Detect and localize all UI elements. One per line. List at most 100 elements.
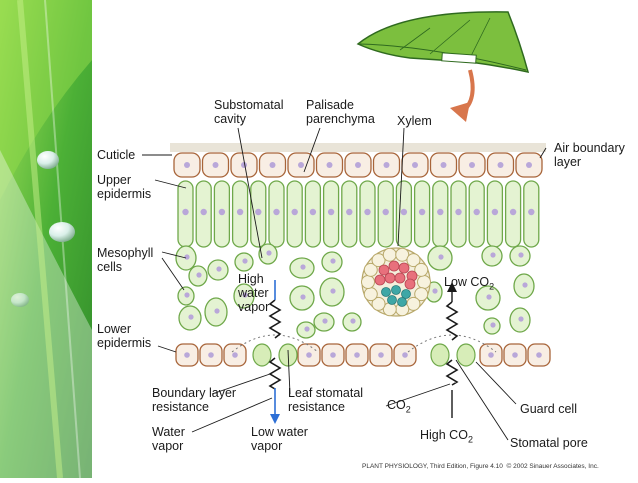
upper-epidermis: [173, 152, 543, 178]
cell-nucleus: [298, 162, 304, 168]
cell-nucleus: [350, 318, 356, 324]
cell-nucleus: [184, 352, 190, 358]
cell-nucleus: [273, 208, 280, 216]
label-xylem: Xylem: [397, 114, 432, 128]
cell-nucleus: [402, 352, 408, 358]
guard-cell-right: [430, 343, 476, 367]
label-low-water-vapor: Low water vapor: [251, 425, 308, 453]
label-substomatal-cavity: Substomatal cavity: [214, 98, 284, 126]
cell-nucleus: [208, 352, 214, 358]
co2-stomatal-resistor-icon: [445, 301, 459, 341]
cuticle-layer: [170, 143, 546, 152]
cell-nucleus: [212, 162, 219, 168]
cell-nucleus: [412, 162, 418, 168]
stomatal-diffusion-arc: [231, 334, 319, 353]
cell-nucleus: [232, 352, 238, 358]
bundle-sheath-cell: [414, 262, 429, 277]
cell-nucleus: [330, 352, 336, 358]
phloem-cell: [401, 289, 411, 299]
leaf-icon: [356, 11, 530, 73]
cell-nucleus: [300, 294, 306, 300]
phloem-cell: [387, 295, 397, 305]
xylem-vessel: [384, 272, 396, 284]
cell-nucleus: [306, 352, 312, 358]
xylem-vessel: [374, 274, 386, 286]
cell-nucleus: [455, 208, 462, 216]
cell-nucleus: [469, 162, 475, 168]
xylem-vessel: [388, 260, 400, 272]
label-air-boundary-layer: Air boundary layer: [554, 141, 625, 169]
cell-nucleus: [354, 352, 360, 358]
xylem-vascular-bundle: [361, 247, 431, 317]
water-drop-icon: [49, 222, 75, 242]
co2-up-arrow-icon: [447, 282, 457, 292]
cell-nucleus: [512, 352, 518, 358]
cell-nucleus: [242, 292, 248, 298]
cell-nucleus: [490, 252, 496, 258]
label-low-co2: Low CO2: [444, 275, 495, 292]
cell-nucleus: [486, 294, 492, 300]
cell-nucleus: [522, 282, 528, 288]
xylem-vessel: [394, 272, 406, 284]
phloem-cell: [381, 287, 391, 297]
water-vapor-down-arrow-icon: [270, 414, 280, 424]
cell-nucleus: [309, 208, 317, 216]
cell-nucleus: [473, 208, 480, 216]
bundle-sheath-cell: [406, 296, 421, 311]
cell-nucleus: [536, 352, 542, 358]
cell-nucleus: [242, 258, 248, 264]
water-drop-icon: [11, 293, 29, 307]
spongy-mesophyll: [175, 243, 535, 339]
cell-nucleus: [200, 208, 207, 216]
cell-nucleus: [327, 208, 335, 216]
label-co2: CO2: [387, 398, 411, 415]
cell-nucleus: [509, 208, 517, 216]
cell-nucleus: [364, 208, 371, 216]
cell-nucleus: [326, 162, 333, 168]
cell-nucleus: [528, 208, 535, 216]
xylem-vessel: [378, 264, 390, 276]
cell-nucleus: [355, 162, 361, 168]
phloem-cell: [397, 297, 407, 307]
label-lower-epidermis: Lower epidermis: [97, 322, 152, 350]
xylem-vessel: [398, 262, 410, 274]
figure-credit: PLANT PHYSIOLOGY, Third Edition, Figure …: [362, 463, 599, 470]
cell-nucleus: [255, 208, 262, 216]
cell-nucleus: [382, 208, 389, 216]
cell-nucleus: [400, 208, 408, 216]
bundle-sheath-cell: [406, 253, 421, 268]
cell-nucleus: [322, 318, 328, 324]
cell-nucleus: [196, 272, 202, 278]
lower-epidermis: [175, 343, 551, 367]
bundle-sheath-cell: [361, 275, 375, 289]
cell-nucleus: [438, 254, 444, 260]
bundle-sheath-cell: [414, 287, 429, 302]
palisade-parenchyma: [177, 180, 540, 248]
bundle-sheath-cell: [371, 253, 386, 268]
leaf-stomatal-resistor-icon: [268, 299, 282, 339]
bundle-sheath-cell: [363, 262, 378, 277]
decorative-leaf-banner: [0, 0, 92, 479]
cell-nucleus: [184, 162, 190, 168]
label-stomatal-pore: Stomatal pore: [510, 436, 588, 450]
label-high-co2: High CO2: [420, 428, 473, 445]
cell-nucleus: [437, 208, 444, 216]
cell-nucleus: [269, 162, 276, 168]
cell-nucleus: [214, 308, 220, 314]
cell-nucleus: [216, 266, 222, 272]
cell-nucleus: [184, 292, 190, 298]
cell-nucleus: [518, 316, 524, 322]
label-cuticle: Cuticle: [97, 148, 136, 162]
cell-nucleus: [432, 288, 438, 294]
label-mesophyll-cells: Mesophyll cells: [97, 246, 154, 274]
cell-nucleus: [383, 162, 390, 168]
cell-nucleus: [266, 250, 272, 256]
cell-nucleus: [418, 208, 426, 216]
cell-nucleus: [184, 254, 190, 260]
label-high-water-vapor: High water vapor: [238, 272, 270, 314]
cell-nucleus: [300, 264, 306, 270]
xylem-vessel: [404, 278, 416, 290]
cell-nucleus: [330, 288, 336, 294]
